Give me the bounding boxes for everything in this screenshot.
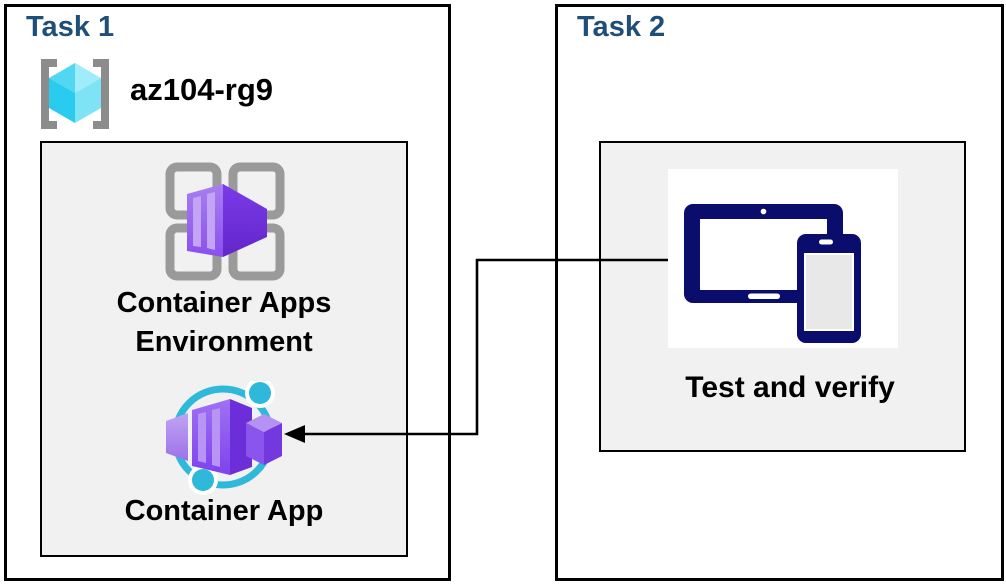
devices-icon: [684, 204, 861, 343]
task1-title: Task 1: [26, 11, 115, 43]
resource-group-icon: [41, 59, 109, 129]
task2-title: Task 2: [577, 11, 666, 43]
devices-icon-background: [668, 169, 898, 348]
resource-group-label: az104-rg9: [130, 72, 274, 107]
test-and-verify-label: Test and verify: [685, 371, 895, 404]
container-apps-environment-icon: [165, 162, 285, 281]
container-app-icon: [166, 381, 282, 495]
container-app-label: Container App: [124, 495, 324, 527]
container-apps-environment-label: Container Apps Environment: [116, 287, 332, 359]
